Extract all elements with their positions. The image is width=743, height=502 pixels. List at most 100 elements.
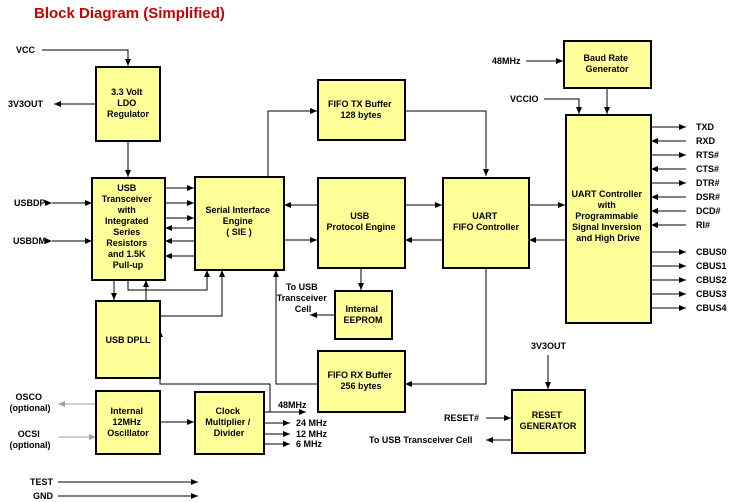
- pin-rts: RTS#: [696, 150, 719, 160]
- transceiver-line: Integrated: [105, 216, 149, 226]
- ocsi-label: OCSI: [18, 429, 40, 439]
- oscillator-block: Internal 12MHz Oscillator: [95, 390, 161, 455]
- transceiver-line: Series: [113, 227, 140, 237]
- pin-cbus0: CBUS0: [696, 247, 727, 257]
- fifo-rx-line: 256 bytes: [340, 381, 381, 391]
- usbdm-label: USBDM: [13, 236, 46, 246]
- baud-rate-generator-block: Baud Rate Generator: [563, 40, 652, 89]
- uart-controller-line: Signal Inversion: [572, 222, 642, 232]
- dpll-label: USB DPLL: [106, 335, 152, 345]
- clock-multiplier-block: Clock Multiplier / Divider: [194, 391, 265, 455]
- vccio-label: VCCIO: [510, 94, 539, 104]
- fifo-tx-block: FIFO TX Buffer 128 bytes: [317, 79, 406, 141]
- uart-fifo-line: UART: [472, 211, 497, 221]
- svg-text:Internal 12MHz Osc: Internal 12MHz Oscillator: [107, 406, 149, 438]
- svg-text:FIFO TX Buffer 128 bytes: FIFO TX Buffer 128 bytes: [328, 99, 394, 120]
- transceiver-line: Resistors: [106, 238, 147, 248]
- svg-text:UART Controller with: UART Controller with Programmable Signal…: [571, 189, 644, 243]
- eeprom-line: Internal: [345, 304, 378, 314]
- 3v3out-left-label: 3V3OUT: [8, 99, 44, 109]
- ocsi-optional: (optional): [10, 440, 51, 450]
- osco-optional: (optional): [10, 403, 51, 413]
- oscillator-line: Internal: [110, 406, 143, 416]
- gnd-label: GND: [33, 491, 54, 501]
- uart-fifo-controller-block: UART FIFO Controller: [442, 177, 530, 269]
- transceiver-line: Transceiver: [102, 194, 153, 204]
- transceiver-line: USB: [117, 183, 137, 193]
- sie-line: ( SIE ): [226, 227, 252, 237]
- oscillator-line: Oscillator: [107, 428, 149, 438]
- usbdp-label: USBDP: [14, 198, 46, 208]
- pin-cbus3: CBUS3: [696, 289, 727, 299]
- osco-label: OSCO: [15, 392, 42, 402]
- 3v3out-reset-label: 3V3OUT: [531, 341, 567, 351]
- 6mhz-label: 6 MHz: [296, 439, 323, 449]
- diagram-title: Block Diagram (Simplified): [34, 5, 225, 22]
- svg-text:USB Transceiver wi: USB Transceiver with Integrated Series R…: [102, 183, 155, 270]
- baud-line: Baud Rate: [583, 53, 628, 63]
- usb-transceiver-block: USB Transceiver with Integrated Series R…: [91, 177, 166, 281]
- reset-generator-block: RESET GENERATOR: [511, 389, 586, 454]
- cbus-pin-labels: CBUS0 CBUS1 CBUS2 CBUS3 CBUS4: [696, 247, 727, 313]
- svg-text:UART FIFO Controller: UART FIFO Controller: [453, 211, 519, 232]
- svg-text:Serial Interface Engine: Serial Interface Engine ( SIE ): [205, 205, 272, 237]
- pin-cbus2: CBUS2: [696, 275, 727, 285]
- eeprom-line: EEPROM: [343, 315, 382, 325]
- clock-line: Clock: [215, 406, 241, 416]
- pin-cbus1: CBUS1: [696, 261, 727, 271]
- fifo-tx-line: FIFO TX Buffer: [328, 99, 392, 109]
- 48mhz-baud-label: 48MHz: [492, 56, 521, 66]
- vcc-label: VCC: [16, 45, 36, 55]
- sie-line: Serial Interface: [205, 205, 270, 215]
- protocol-line: USB: [350, 211, 370, 221]
- ldo-line: 3.3 Volt: [111, 87, 142, 97]
- ldo-regulator-block: 3.3 Volt LDO Regulator: [95, 66, 161, 142]
- svg-text:Internal EEPROM: Internal EEPROM: [343, 304, 382, 325]
- transceiver-line: and 1.5K: [108, 249, 146, 259]
- uart-fifo-line: FIFO Controller: [453, 222, 519, 232]
- ldo-line: LDO: [117, 98, 136, 108]
- pin-dcd: DCD#: [696, 206, 721, 216]
- svg-text:To USB Transceiver: To USB Transceiver Cell: [277, 282, 330, 314]
- pin-ri: RI#: [696, 220, 710, 230]
- protocol-line: Protocol Engine: [326, 222, 395, 232]
- ldo-line: Regulator: [107, 109, 150, 119]
- svg-text:RESET GENERATOR: RESET GENERATOR: [520, 410, 577, 431]
- sie-block: Serial Interface Engine ( SIE ): [194, 176, 285, 271]
- pin-txd: TXD: [696, 122, 715, 132]
- sie-line: Engine: [223, 216, 253, 226]
- reset-pin-label: RESET#: [444, 413, 479, 423]
- baud-line: Generator: [585, 64, 629, 74]
- uart-controller-line: UART Controller: [571, 189, 642, 199]
- pin-dtr: DTR#: [696, 178, 720, 188]
- pin-cts: CTS#: [696, 164, 719, 174]
- fifo-rx-block: FIFO RX Buffer 256 bytes: [317, 350, 406, 413]
- test-label: TEST: [30, 477, 54, 487]
- uart-pin-labels: TXD RXD RTS# CTS# DTR# DSR# DCD# RI#: [696, 122, 721, 230]
- svg-text:FIFO RX Buffer 256 bytes: FIFO RX Buffer 256 bytes: [327, 370, 394, 391]
- uart-controller-line: with: [597, 200, 616, 210]
- oscillator-line: 12MHz: [112, 417, 141, 427]
- to-usb-cell-line: To USB: [286, 282, 318, 292]
- fifo-tx-line: 128 bytes: [340, 110, 381, 120]
- fifo-rx-line: FIFO RX Buffer: [327, 370, 392, 380]
- svg-text:OSCO (optional): OSCO (optional): [10, 392, 51, 413]
- uart-controller-line: Programmable: [575, 211, 638, 221]
- clock-line: Divider: [214, 428, 245, 438]
- transceiver-line: with: [117, 205, 136, 215]
- reset-line: GENERATOR: [520, 421, 577, 431]
- svg-text:OCSI (optional): OCSI (optional): [10, 429, 51, 450]
- pin-cbus4: CBUS4: [696, 303, 727, 313]
- to-usb-cell-reset-label: To USB Transceiver Cell: [369, 435, 472, 445]
- svg-text:3.3 Volt LDO Regul: 3.3 Volt LDO Regulator: [107, 87, 150, 119]
- svg-text:Clock Multiplier /: Clock Multiplier / Divider: [205, 406, 253, 438]
- eeprom-block: Internal EEPROM: [334, 290, 393, 340]
- pin-rxd: RXD: [696, 136, 716, 146]
- clock-line: Multiplier /: [205, 417, 250, 427]
- usb-dpll-block: USB DPLL: [95, 300, 161, 379]
- to-usb-cell-line: Transceiver: [277, 293, 328, 303]
- uart-controller-line: and High Drive: [576, 233, 640, 243]
- usb-protocol-engine-block: USB Protocol Engine: [317, 177, 406, 269]
- 24mhz-label: 24 MHz: [296, 418, 328, 428]
